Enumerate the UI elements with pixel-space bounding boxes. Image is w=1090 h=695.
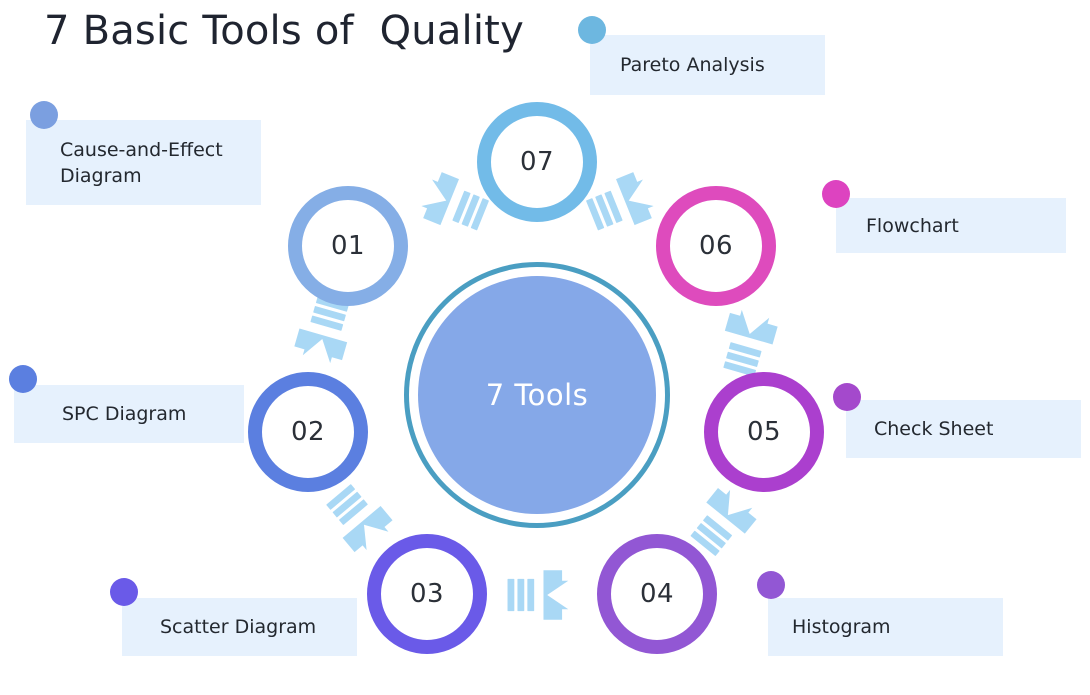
node-number-label: 02 [290,417,326,447]
callout-dot-histogram [757,571,785,599]
node-number-label: 06 [698,231,734,261]
node-04[interactable]: 04 [597,534,717,654]
callout-pareto-analysis[interactable]: Pareto Analysis [590,35,825,95]
node-03[interactable]: 03 [367,534,487,654]
node-number-label: 07 [519,147,555,177]
callout-dot-pareto-analysis [578,16,606,44]
callout-spc-diagram[interactable]: SPC Diagram [14,385,244,443]
callout-dot-flowchart [822,180,850,208]
callout-dot-scatter-diagram [110,578,138,606]
callout-label-pareto-analysis: Pareto Analysis [620,54,765,76]
callout-label-scatter-diagram: Scatter Diagram [160,616,317,638]
callout-label-histogram: Histogram [792,616,891,638]
node-number-label: 01 [330,231,366,261]
callout-dot-cause-and-effect-diagram [30,101,58,129]
callout-cause-and-effect-diagram[interactable]: Cause-and-Effect Diagram [26,120,261,205]
arrow-03-to-04 [507,570,569,620]
callout-histogram[interactable]: Histogram [768,598,1003,656]
node-number-label: 03 [409,579,445,609]
center-node-label: 7 Tools [485,378,589,412]
arrow-02-to-03 [319,478,397,557]
callout-check-sheet[interactable]: Check Sheet [846,400,1081,458]
node-number-label: 05 [746,417,782,447]
callout-dot-check-sheet [833,383,861,411]
node-05[interactable]: 05 [704,372,824,492]
callout-dot-spc-diagram [9,365,37,393]
node-02[interactable]: 02 [248,372,368,492]
node-07[interactable]: 07 [477,102,597,222]
callout-flowchart[interactable]: Flowchart [836,198,1066,253]
node-06[interactable]: 06 [656,186,776,306]
node-number-label: 04 [639,579,675,609]
callout-label-spc-diagram: SPC Diagram [62,403,187,425]
callout-scatter-diagram[interactable]: Scatter Diagram [122,598,357,656]
center-node: 7 Tools [404,262,670,528]
callout-label-cause-and-effect-diagram: Cause-and-Effect Diagram [60,138,223,187]
callout-label-flowchart: Flowchart [866,214,959,237]
page-title: 7 Basic Tools of Quality [44,8,524,54]
callout-label-check-sheet: Check Sheet [874,418,994,440]
arrow-05-to-06 [714,306,780,380]
center-node-fill: 7 Tools [418,276,656,514]
node-01[interactable]: 01 [288,186,408,306]
